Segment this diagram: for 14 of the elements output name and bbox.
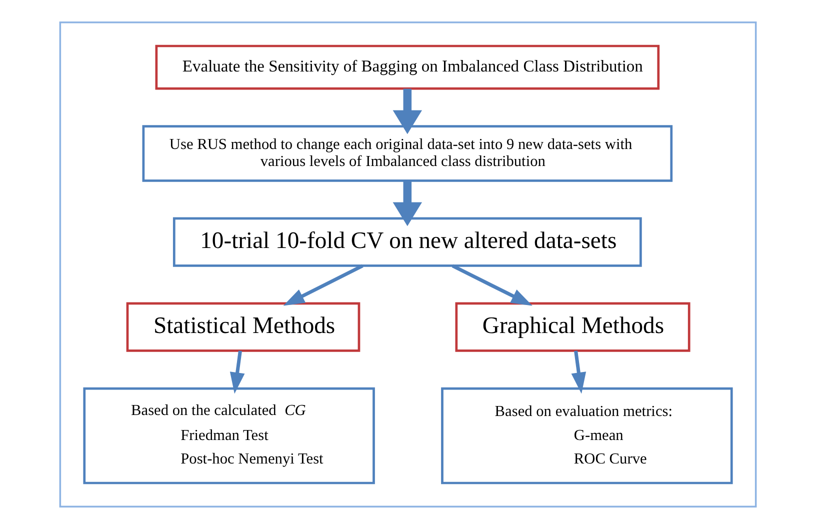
node-box: Statistical Methods <box>126 302 360 352</box>
arrow <box>282 264 363 306</box>
node-box: Graphical Methods <box>454 302 690 352</box>
node-box: Evaluate the Sensitivity of Bagging on Imbalanced Class Distribution <box>154 44 660 90</box>
node-box: 10-trial 10-fold CV on new altered data-sets <box>172 217 642 267</box>
node-box: Based on the calculated CG Friedman Test Post-hoc Nemenyi Test <box>82 387 374 484</box>
arrow <box>570 350 586 394</box>
node-box: Use RUS method to change each original data-set into 9 new data-sets with various levels of Imbalanced class distribution <box>142 125 672 182</box>
arrow <box>392 88 422 134</box>
arrow <box>451 264 532 306</box>
cluster <box>58 22 756 508</box>
arrow <box>392 181 422 226</box>
arrow <box>229 350 244 394</box>
node-box: Based on evaluation metrics: G-mean ROC Curve <box>440 387 732 484</box>
